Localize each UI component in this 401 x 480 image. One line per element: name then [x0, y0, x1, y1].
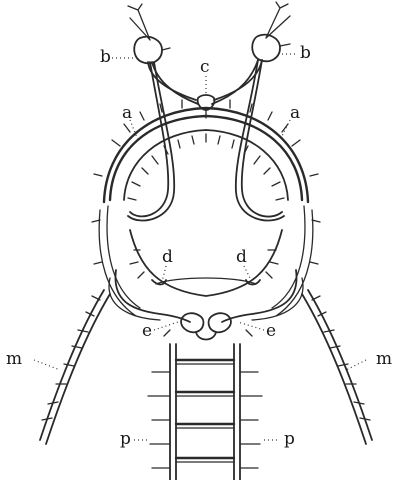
label-c: c: [200, 57, 210, 77]
ventral-nerve-cord: [148, 344, 262, 480]
label-d-left: d: [162, 247, 173, 267]
lower-loop: [130, 230, 282, 296]
label-b-right: b: [300, 43, 311, 63]
label-m-right: m: [376, 349, 392, 369]
label-e-right: e: [266, 321, 276, 341]
label-a-left: a: [122, 103, 132, 123]
leader-lines: [34, 54, 366, 440]
label-p-left: p: [120, 429, 131, 449]
ganglion-b-left: [134, 37, 170, 64]
lateral-nerves-m: [40, 290, 372, 444]
label-a-right: a: [290, 103, 300, 123]
ganglion-b-right: [252, 35, 290, 62]
inner-arch: [124, 130, 288, 200]
label-p-right: p: [284, 429, 295, 449]
label-d-right: d: [236, 247, 247, 267]
ganglion-c: [198, 95, 215, 118]
label-b-left: b: [100, 47, 111, 67]
label-m-left: m: [6, 349, 22, 369]
outer-ring-ticks: [92, 100, 320, 264]
label-e-left: e: [142, 321, 152, 341]
